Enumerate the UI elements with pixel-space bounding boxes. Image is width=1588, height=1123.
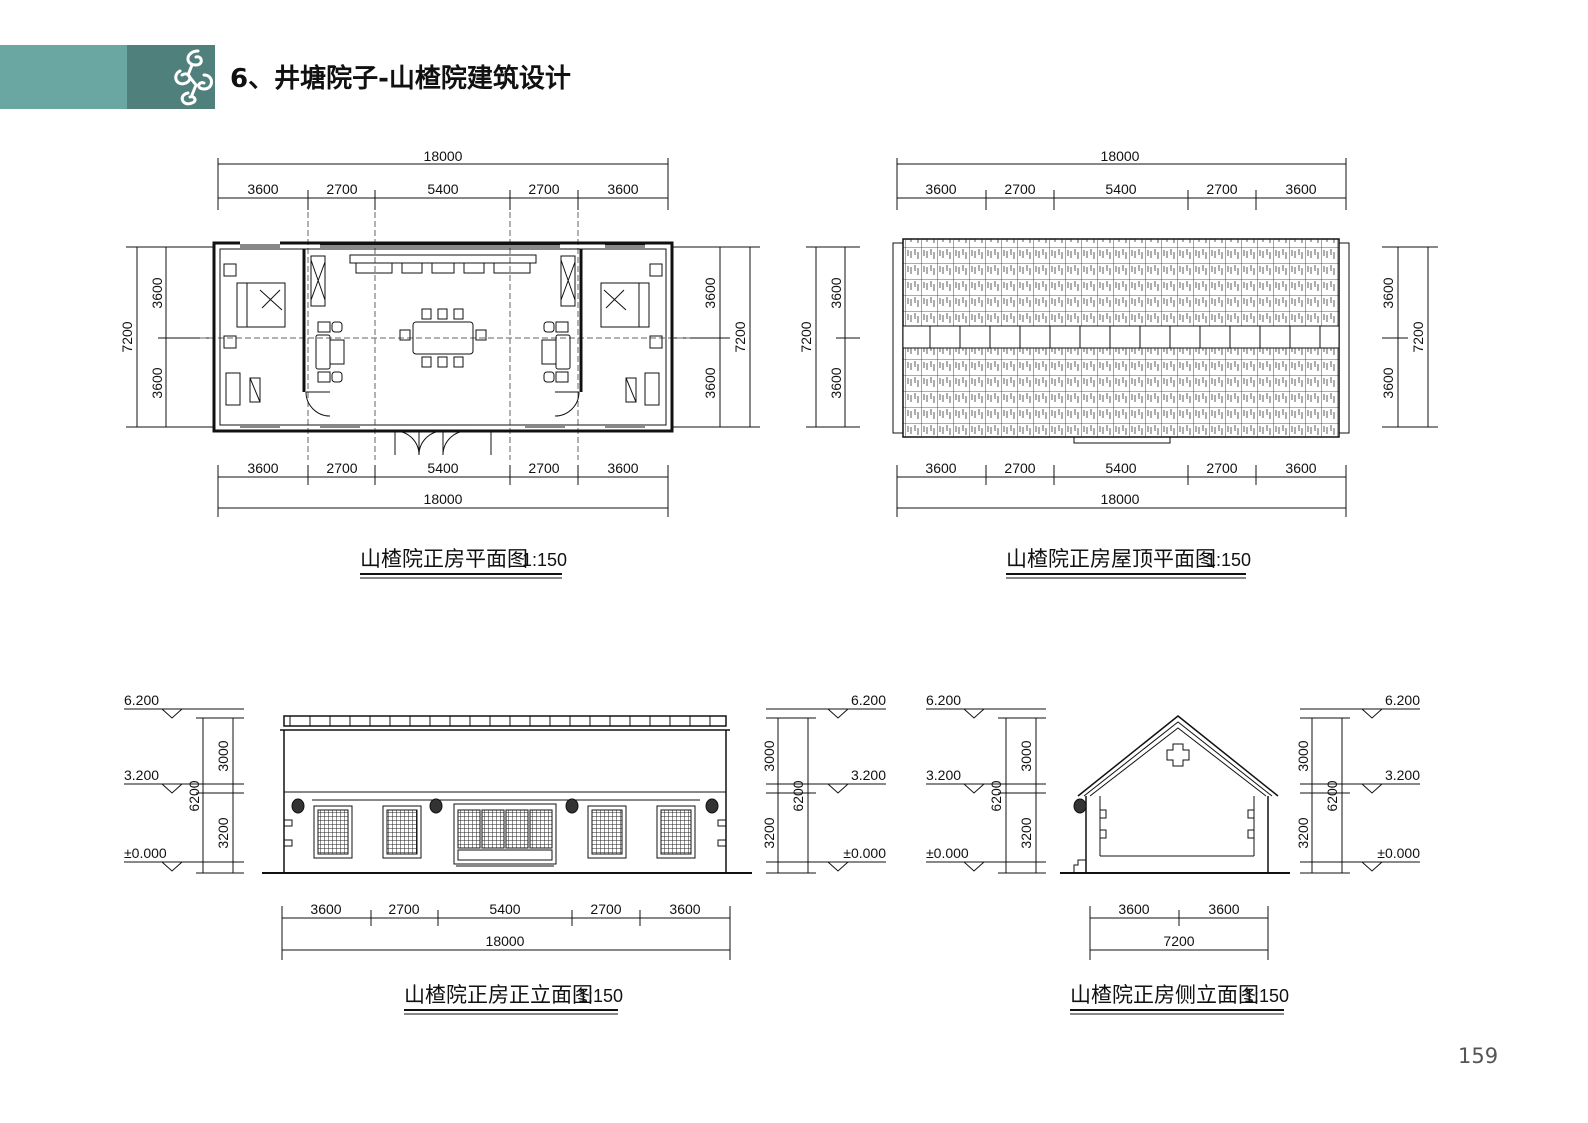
front-right-total: 6200	[790, 780, 806, 811]
side-right-seg: 3000	[1295, 740, 1311, 771]
plan-left-seg: 3600	[149, 367, 165, 398]
front-right-seg: 3000	[761, 740, 777, 771]
front-level-mid-right: 3.200	[851, 767, 886, 783]
side-bottom-total: 7200	[1163, 933, 1194, 949]
roof-plan	[806, 158, 1438, 517]
roof-top-seg: 2700	[1004, 181, 1035, 197]
side-level-top-right: 6.200	[1385, 692, 1420, 708]
roof-bottom-seg: 3600	[1285, 460, 1316, 476]
plan-scale: 1:150	[522, 550, 567, 570]
side-level-base-left: ±0.000	[926, 845, 969, 861]
roof-top-seg: 2700	[1206, 181, 1237, 197]
roof-left-total: 7200	[798, 321, 814, 352]
front-left-seg: 3200	[215, 817, 231, 848]
front-bottom-seg: 3600	[310, 901, 341, 917]
roof-bottom-seg: 5400	[1105, 460, 1136, 476]
roof-right-seg: 3600	[1380, 277, 1396, 308]
front-bottom-seg: 2700	[590, 901, 621, 917]
side-level-top-left: 6.200	[926, 692, 961, 708]
plan-top-seg: 2700	[528, 181, 559, 197]
side-level-mid-left: 3.200	[926, 767, 961, 783]
front-bottom-total: 18000	[486, 933, 525, 949]
plan-bottom-total: 18000	[424, 491, 463, 507]
side-level-base-right: ±0.000	[1377, 845, 1420, 861]
side-caption: 山楂院正房侧立面图	[1070, 983, 1259, 1007]
roof-bottom-total: 18000	[1101, 491, 1140, 507]
roof-left-seg: 3600	[828, 277, 844, 308]
plan-left-total: 7200	[119, 321, 135, 352]
side-right-seg: 3200	[1295, 817, 1311, 848]
side-bottom-seg: 3600	[1208, 901, 1239, 917]
side-right-total: 6200	[1324, 780, 1340, 811]
plan-top-seg: 2700	[326, 181, 357, 197]
page-title: 6、井塘院子-山楂院建筑设计	[230, 64, 571, 94]
plan-right-total: 7200	[732, 321, 748, 352]
side-left-total: 6200	[988, 780, 1004, 811]
front-level-mid-left: 3.200	[124, 767, 159, 783]
roof-right-seg: 3600	[1380, 367, 1396, 398]
side-left-seg: 3200	[1018, 817, 1034, 848]
front-level-base-left: ±0.000	[124, 845, 167, 861]
front-left-total: 6200	[186, 780, 202, 811]
floor-plan	[126, 158, 760, 517]
front-level-top-right: 6.200	[851, 692, 886, 708]
header-accent-band	[0, 45, 127, 109]
side-level-mid-right: 3.200	[1385, 767, 1420, 783]
plan-bottom-seg: 3600	[607, 460, 638, 476]
roof-right-total: 7200	[1410, 321, 1426, 352]
plan-bottom-seg: 3600	[247, 460, 278, 476]
roof-bottom-seg: 2700	[1004, 460, 1035, 476]
plan-top-seg: 5400	[427, 181, 458, 197]
roof-scale: 1:150	[1206, 550, 1251, 570]
roof-bottom-seg: 3600	[925, 460, 956, 476]
plan-right-seg: 3600	[702, 367, 718, 398]
roof-left-seg: 3600	[828, 367, 844, 398]
front-level-top-left: 6.200	[124, 692, 159, 708]
front-level-base-right: ±0.000	[843, 845, 886, 861]
plan-top-seg: 3600	[607, 181, 638, 197]
side-elevation	[926, 708, 1420, 960]
plan-top-seg: 3600	[247, 181, 278, 197]
roof-top-seg: 3600	[1285, 181, 1316, 197]
front-elevation	[124, 708, 886, 960]
roof-top-total: 18000	[1101, 148, 1140, 164]
side-scale: 1:150	[1244, 986, 1289, 1006]
plan-bottom-seg: 5400	[427, 460, 458, 476]
front-scale: 1:150	[578, 986, 623, 1006]
header-accent-band-dark	[127, 45, 215, 109]
plan-bottom-seg: 2700	[326, 460, 357, 476]
front-right-seg: 3200	[761, 817, 777, 848]
front-bottom-seg: 5400	[489, 901, 520, 917]
roof-top-seg: 3600	[925, 181, 956, 197]
front-bottom-seg: 2700	[388, 901, 419, 917]
roof-bottom-seg: 2700	[1206, 460, 1237, 476]
side-bottom-seg: 3600	[1118, 901, 1149, 917]
front-caption: 山楂院正房正立面图	[404, 983, 593, 1007]
plan-bottom-seg: 2700	[528, 460, 559, 476]
page-number: 159	[1458, 1044, 1499, 1068]
plan-left-seg: 3600	[149, 277, 165, 308]
roof-caption: 山楂院正房屋顶平面图	[1006, 547, 1216, 571]
cloud-scroll-icon	[174, 49, 213, 106]
plan-top-total: 18000	[424, 148, 463, 164]
plan-right-seg: 3600	[702, 277, 718, 308]
side-left-seg: 3000	[1018, 740, 1034, 771]
front-bottom-seg: 3600	[669, 901, 700, 917]
roof-top-seg: 5400	[1105, 181, 1136, 197]
plan-caption: 山楂院正房平面图	[360, 547, 528, 571]
front-left-seg: 3000	[215, 740, 231, 771]
